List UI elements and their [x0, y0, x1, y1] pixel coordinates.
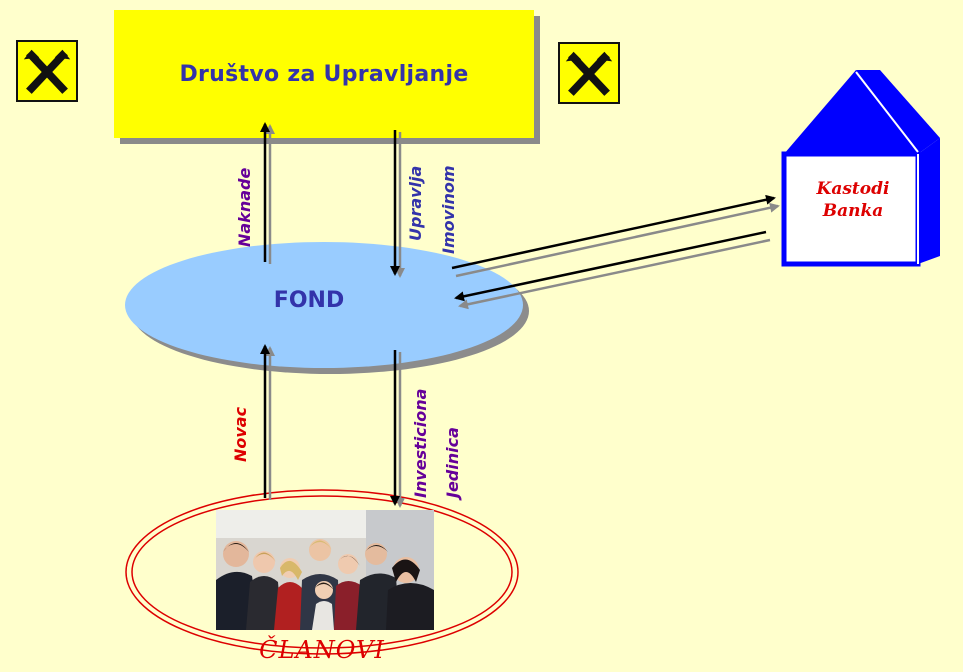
custodian-bank-label: Kastodi Banka	[790, 178, 916, 222]
fund-ellipse: FOND	[125, 242, 523, 368]
bank-to-fund-arrow-shadow	[458, 238, 771, 310]
bank-to-fund-arrow	[454, 230, 767, 302]
members-photo	[216, 510, 434, 630]
custodian-bank-line1: Kastodi	[816, 179, 890, 199]
custodian-bank-line2: Banka	[822, 201, 884, 221]
money-label: Novac	[231, 406, 250, 462]
fund-to-bank-arrow	[451, 194, 776, 270]
fund-to-bank-arrow-shadow	[455, 202, 780, 278]
raiffeisen-logo-left-icon	[16, 40, 78, 102]
members-ellipse-outer	[125, 489, 519, 655]
management-company-box: Društvo za Upravljanje	[114, 10, 534, 138]
units-label-line2: Jedinica	[443, 427, 462, 498]
members-ellipse-inner	[131, 495, 513, 649]
members-label: ČLANOVI	[259, 636, 385, 664]
manages-label-line1: Upravlja	[406, 165, 425, 241]
fees-label: Naknade	[235, 167, 254, 247]
manages-label-line2: Imovinom	[439, 165, 458, 254]
management-company-label: Društvo za Upravljanje	[179, 61, 469, 87]
raiffeisen-logo-right-icon	[558, 42, 620, 104]
units-label-line1: Investiciona	[411, 388, 430, 498]
fund-label: FOND	[273, 287, 345, 313]
